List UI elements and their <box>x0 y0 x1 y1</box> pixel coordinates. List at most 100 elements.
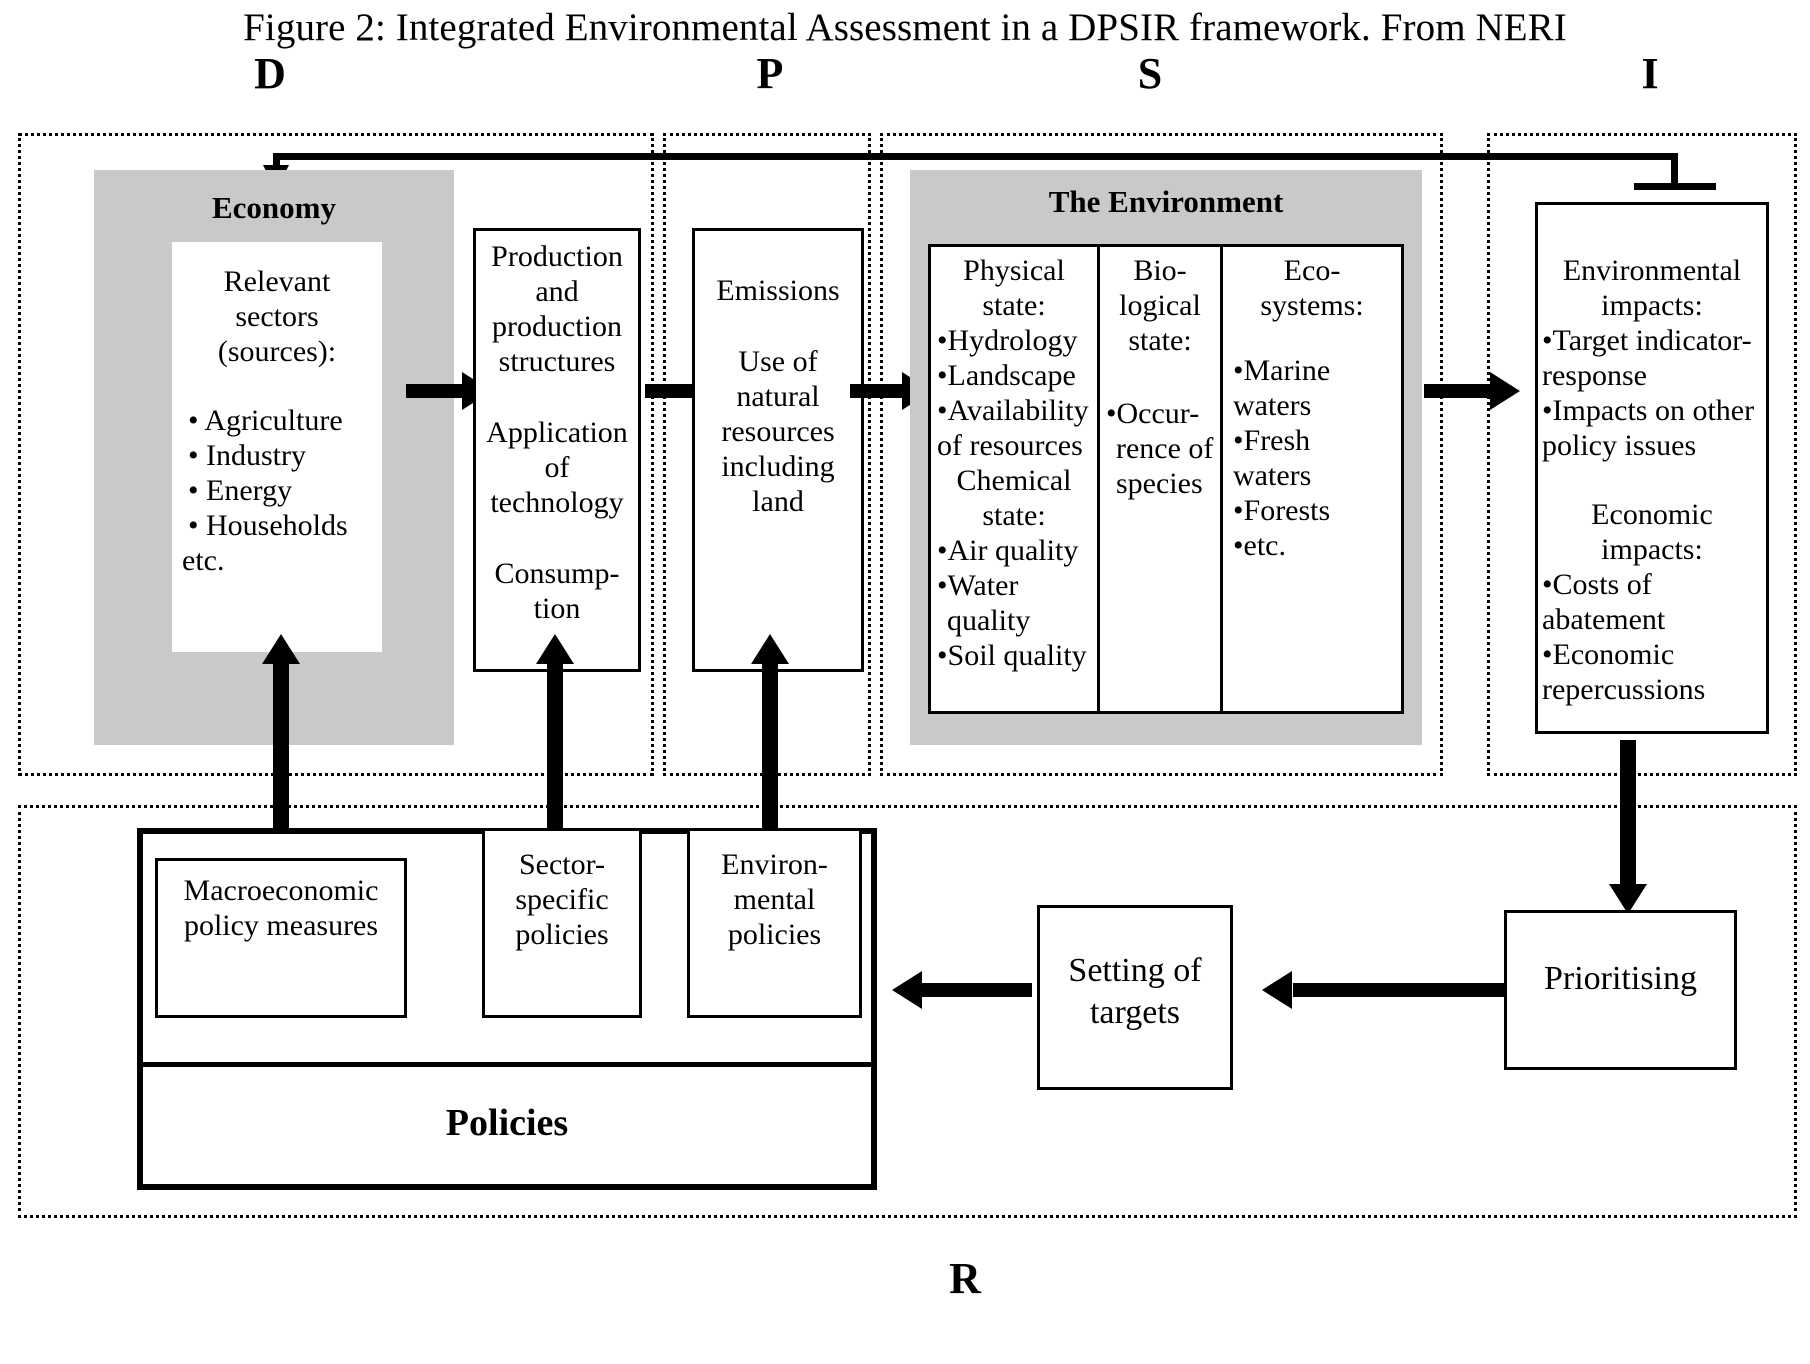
env-impacts-title-2: impacts: <box>1601 289 1703 322</box>
arrow-impact-to-prioritising-shaft <box>1620 740 1636 892</box>
container-driving-forces <box>18 133 654 776</box>
feedback-line-drop <box>1671 153 1678 189</box>
emissions-line-5: including <box>721 450 835 483</box>
arrow-targets-to-policies-shaft <box>922 983 1032 997</box>
relevant-sectors-box: Relevant sectors (sources): • Agricultur… <box>172 242 382 652</box>
biological-item-occurrence: •Occur- <box>1106 397 1200 430</box>
sector-line-2: specific <box>515 883 609 916</box>
sector-item-agriculture: • Agriculture <box>188 404 343 437</box>
production-line-5: Application <box>486 416 628 449</box>
env-impact-item-target: •Target indicator- <box>1542 324 1752 357</box>
sector-item-industry: • Industry <box>188 439 306 472</box>
arrow-macro-to-economy-head <box>262 634 300 664</box>
production-line-7: technology <box>490 486 624 519</box>
arrow-emissions-to-state-shaft <box>850 384 912 398</box>
ecosystem-item-forests: •Forests <box>1233 494 1331 527</box>
production-line-2: and <box>535 275 579 308</box>
emissions-line-4: resources <box>721 415 835 448</box>
macro-line-2: policy measures <box>183 909 379 942</box>
production-box: Production and production structures App… <box>473 228 641 672</box>
arrow-macro-to-economy-shaft <box>273 660 289 830</box>
label-driving-forces: D <box>254 49 286 98</box>
chemical-title-2: state: <box>982 499 1046 532</box>
arrow-prioritising-to-targets-shaft <box>1293 983 1505 997</box>
physical-item-availability-cont: of resources <box>937 429 1083 462</box>
impacts-box: Environmental impacts: •Target indicator… <box>1535 202 1769 734</box>
setting-targets-box: Setting of targets <box>1037 905 1233 1090</box>
economy-header: Economy <box>212 190 336 225</box>
arrow-targets-to-policies-head <box>892 971 922 1009</box>
sector-specific-policy-box: Sector- specific policies <box>482 828 642 1018</box>
label-response: R <box>949 1254 981 1303</box>
ecosystems-box: Eco- systems: •Marine waters •Fresh wate… <box>1220 244 1404 714</box>
sector-line-1: Sector- <box>518 848 606 881</box>
biological-item-occurrence-cont: rence of <box>1116 432 1214 465</box>
figure-title: Figure 2: Integrated Environmental Asses… <box>243 6 1567 49</box>
container-state <box>880 133 1443 776</box>
ecosystem-item-etc: •etc. <box>1233 529 1286 562</box>
ecosystem-item-marine-cont: waters <box>1233 389 1312 422</box>
label-impact: I <box>1641 49 1659 98</box>
container-response <box>18 805 1797 1218</box>
arrow-sector-to-production-head <box>536 634 574 664</box>
macro-line-1: Macroeconomic <box>183 874 379 907</box>
feedback-line-horizontal <box>276 153 1678 160</box>
econ-impacts-title-1: Economic <box>1591 498 1713 531</box>
econ-impact-item-economic: •Economic <box>1542 638 1675 671</box>
chemical-title-1: Chemical <box>956 464 1072 497</box>
env-impacts-title-1: Environmental <box>1562 254 1742 287</box>
arrow-economy-to-production-shaft <box>406 384 468 398</box>
emissions-line-1: Emissions <box>716 274 840 307</box>
biological-state-box: Bio- logical state: •Occur- rence of spe… <box>1097 244 1223 714</box>
physical-title-2: state: <box>982 289 1046 322</box>
production-line-8: Consump- <box>494 557 620 590</box>
ecosystems-title-1: Eco- <box>1283 254 1341 287</box>
production-line-1: Production <box>491 240 623 273</box>
chemical-item-soil: •Soil quality <box>937 639 1087 672</box>
emissions-line-2: Use of <box>738 345 818 378</box>
prioritising-label: Prioritising <box>1543 960 1698 997</box>
physical-state-box: Physical state: •Hydrology •Landscape •A… <box>928 244 1100 714</box>
sector-line-3: policies <box>515 918 609 951</box>
macroeconomic-policy-box: Macroeconomic policy measures <box>155 858 407 1018</box>
environmental-policy-box: Environ- mental policies <box>687 828 862 1018</box>
physical-item-availability: •Availability <box>937 394 1089 427</box>
chemical-item-water-cont: quality <box>947 604 1031 637</box>
emissions-line-6: land <box>752 485 804 518</box>
sector-item-households: • Households <box>188 509 348 542</box>
ecosystem-item-marine: •Marine <box>1233 354 1331 387</box>
container-impact <box>1487 133 1797 776</box>
sector-item-energy: • Energy <box>188 474 293 507</box>
environment-header: The Environment <box>1048 184 1284 219</box>
sectors-title-3: (sources): <box>217 335 337 368</box>
physical-item-hydrology: •Hydrology <box>937 324 1078 357</box>
arrow-production-to-emissions-shaft <box>645 384 707 398</box>
ecosystem-item-fresh: •Fresh <box>1233 424 1311 457</box>
env-impact-item-other-cont: policy issues <box>1542 429 1697 462</box>
emissions-box: Emissions Use of natural resources inclu… <box>692 228 864 672</box>
sectors-title-1: Relevant <box>223 265 331 298</box>
sector-item-etc: etc. <box>182 544 225 577</box>
label-pressure: P <box>756 49 784 98</box>
targets-line-1: Setting of <box>1068 952 1202 989</box>
policies-header: Policies <box>445 1102 569 1144</box>
feedback-line-tee <box>1634 183 1716 190</box>
envpol-line-2: mental <box>733 883 816 916</box>
econ-impact-item-costs-cont: abatement <box>1542 603 1666 636</box>
ecosystem-item-fresh-cont: waters <box>1233 459 1312 492</box>
arrow-sector-to-production-shaft <box>547 660 563 830</box>
env-impact-item-target-cont: response <box>1542 359 1647 392</box>
chemical-item-air: •Air quality <box>937 534 1079 567</box>
env-impact-item-other: •Impacts on other <box>1542 394 1755 427</box>
physical-title-1: Physical <box>963 254 1065 287</box>
envpol-line-1: Environ- <box>721 848 828 881</box>
biological-title-2: logical <box>1119 289 1201 322</box>
envpol-line-3: policies <box>727 918 822 951</box>
physical-item-landscape: •Landscape <box>937 359 1076 392</box>
arrow-envpolicy-to-emissions-head <box>751 634 789 664</box>
econ-impact-item-costs: •Costs of <box>1542 568 1652 601</box>
prioritising-box: Prioritising <box>1504 910 1737 1070</box>
production-line-6: of <box>544 451 570 484</box>
sectors-title-2: sectors <box>235 300 319 333</box>
